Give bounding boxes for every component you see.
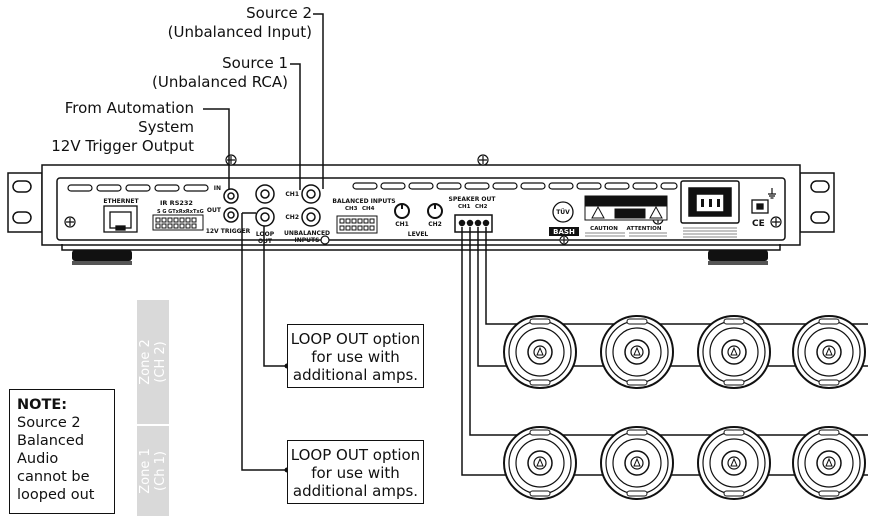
loop-out-box-zone1-line3: additional amps. bbox=[292, 482, 419, 500]
balanced-ch3-label: CH3 bbox=[345, 206, 358, 212]
note-line: Balanced bbox=[17, 433, 85, 449]
zone-2-channel: (CH 2) bbox=[153, 341, 168, 383]
automation-callout: From Automation System 12V Trigger Outpu… bbox=[51, 99, 194, 156]
zone-1-title: Zone 1 bbox=[138, 448, 153, 494]
fine-print bbox=[585, 232, 667, 237]
left-rack-ear bbox=[7, 172, 43, 233]
loop-out-cable-upper bbox=[263, 226, 287, 367]
zone-2-label: Zone 2(CH 2) bbox=[137, 300, 169, 424]
zone-1-label: Zone 1(Ch 1) bbox=[137, 426, 169, 516]
speaker-out-label: SPEAKER OUT bbox=[449, 196, 497, 203]
trigger-out-jack[interactable] bbox=[223, 207, 239, 223]
level-ch1-label: CH1 bbox=[395, 221, 409, 228]
speaker-ch2-label: CH2 bbox=[475, 204, 488, 210]
automation-callout-line2: System bbox=[138, 118, 194, 136]
attention-label: ATTENTION bbox=[627, 226, 662, 232]
ceiling-speaker-icon bbox=[600, 426, 674, 500]
unbalanced-input-ch1[interactable] bbox=[301, 184, 321, 204]
source2-callout-line1: Source 2 bbox=[246, 4, 312, 22]
balanced-ch4-label: CH4 bbox=[362, 206, 375, 212]
level-knob-ch1[interactable] bbox=[394, 203, 410, 219]
automation-callout-line bbox=[203, 108, 230, 189]
loop-out-label-line2: OUT bbox=[258, 238, 273, 245]
note-box: NOTE: Source 2 Balanced Audio cannot be … bbox=[9, 389, 115, 514]
ce-mark: CE bbox=[752, 219, 765, 229]
level-ch2-label: CH2 bbox=[428, 221, 442, 228]
power-inlet[interactable] bbox=[680, 180, 740, 224]
brand-logo: BASH bbox=[553, 228, 575, 236]
fuse-holder[interactable] bbox=[751, 199, 769, 214]
unbalanced-label-line1: UNBALANCED bbox=[284, 230, 330, 237]
brand-logo-plate bbox=[549, 227, 579, 236]
ceiling-speaker-icon bbox=[503, 426, 577, 500]
source1-callout-line2: (Unbalanced RCA) bbox=[152, 73, 288, 91]
chassis bbox=[41, 164, 801, 251]
ir-pins-label: S G GTxRxRxTxG bbox=[157, 209, 204, 215]
ceiling-speaker-icon bbox=[503, 315, 577, 389]
loop-out-rca-ch2[interactable] bbox=[255, 184, 275, 204]
loop-out-label-line1: LOOP bbox=[256, 231, 275, 238]
source2-callout-line bbox=[313, 13, 324, 189]
source2-callout: Source 2 (Unbalanced Input) bbox=[168, 4, 312, 42]
ceiling-speaker-icon bbox=[600, 315, 674, 389]
unbalanced-ch1-label: CH1 bbox=[285, 191, 299, 198]
note-line: Source 2 bbox=[17, 415, 81, 431]
trigger-in-jack[interactable] bbox=[223, 188, 239, 204]
ethernet-port[interactable] bbox=[103, 205, 138, 233]
vent-slots bbox=[67, 182, 678, 192]
rubber-feet bbox=[72, 250, 768, 265]
loop-out-cable-lower bbox=[241, 213, 287, 471]
trigger-in-label: IN bbox=[214, 185, 221, 192]
loop-out-box-zone2-line1: LOOP OUT option bbox=[290, 330, 421, 348]
tuv-label: TÜV bbox=[556, 209, 570, 216]
ceiling-speaker-icon bbox=[792, 426, 866, 500]
zone-1-channel: (Ch 1) bbox=[153, 451, 168, 491]
source2-callout-line2: (Unbalanced Input) bbox=[167, 23, 312, 41]
speaker-ch1-label: CH1 bbox=[458, 204, 471, 210]
automation-callout-line1: From Automation bbox=[64, 99, 194, 117]
level-knob-ch2[interactable] bbox=[427, 203, 443, 219]
loop-out-box-zone2: LOOP OUT option for use with additional … bbox=[287, 324, 424, 388]
note-title: NOTE: bbox=[17, 397, 68, 413]
note-line: cannot be bbox=[17, 469, 90, 485]
note-line: looped out bbox=[17, 487, 95, 503]
loop-out-rca-ch1[interactable] bbox=[255, 207, 275, 227]
source1-callout-line bbox=[290, 63, 301, 190]
trigger-label: 12V TRIGGER bbox=[206, 228, 251, 235]
balanced-inputs-terminal[interactable] bbox=[336, 215, 378, 234]
loop-out-box-zone1-line2: for use with bbox=[311, 464, 400, 482]
source1-callout-line1: Source 1 bbox=[222, 54, 288, 72]
rating-label bbox=[683, 227, 737, 238]
zone-2-title: Zone 2 bbox=[138, 339, 153, 385]
automation-callout-line3: 12V Trigger Output bbox=[51, 137, 194, 155]
speaker-out-terminal[interactable] bbox=[454, 214, 493, 233]
balanced-inputs-label: BALANCED INPUTS bbox=[332, 198, 395, 205]
ir-rs232-label: IR RS232 bbox=[160, 199, 193, 207]
ceiling-speaker-icon bbox=[697, 315, 771, 389]
source1-callout: Source 1 (Unbalanced RCA) bbox=[152, 54, 288, 92]
ceiling-speaker-icon bbox=[697, 426, 771, 500]
loop-out-box-zone1-line1: LOOP OUT option bbox=[290, 446, 421, 464]
ground-icon bbox=[768, 188, 776, 199]
ceiling-speaker-icon bbox=[792, 315, 866, 389]
loop-out-box-zone2-line2: for use with bbox=[311, 348, 400, 366]
unbalanced-ch2-label: CH2 bbox=[285, 214, 299, 221]
note-line: Audio bbox=[17, 451, 59, 467]
loop-out-box-zone2-line3: additional amps. bbox=[292, 366, 419, 384]
unbalanced-label-line2: INPUTS bbox=[295, 237, 320, 244]
tuv-badge bbox=[552, 201, 574, 223]
ir-rs232-terminal[interactable] bbox=[152, 214, 204, 231]
level-label: LEVEL bbox=[408, 231, 429, 238]
caution-label: CAUTION bbox=[590, 226, 618, 232]
speaker-array bbox=[503, 315, 866, 500]
right-rack-ear bbox=[799, 172, 835, 233]
unbalanced-input-ch2[interactable] bbox=[301, 207, 321, 227]
loop-out-box-zone1: LOOP OUT option for use with additional … bbox=[287, 440, 424, 504]
ethernet-label: ETHERNET bbox=[103, 198, 139, 205]
warning-label-block bbox=[584, 195, 668, 221]
trigger-out-label: OUT bbox=[207, 207, 222, 214]
